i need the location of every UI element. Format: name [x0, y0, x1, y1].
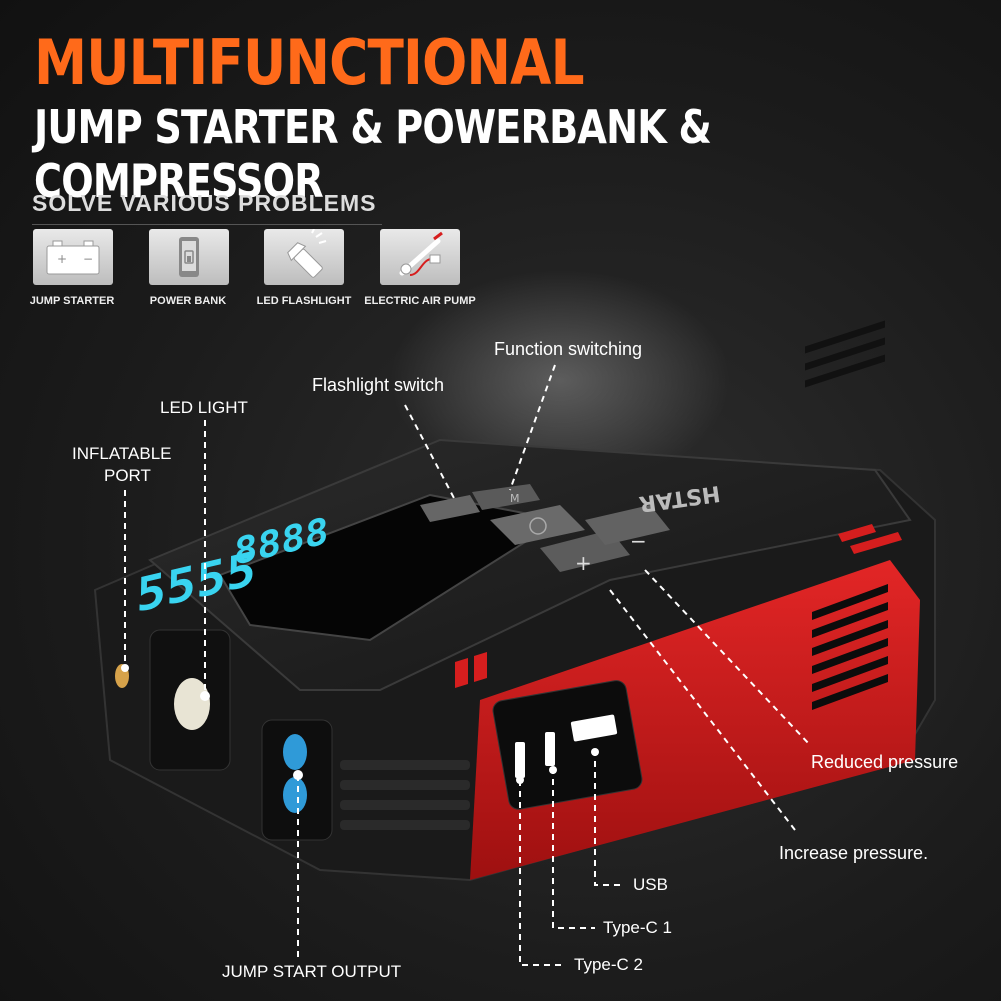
callout-flashlight-switch: Flashlight switch — [312, 375, 445, 395]
feature-label: LED FLASHLIGHT — [256, 295, 352, 307]
air-pump-icon — [380, 229, 460, 285]
feature-label: POWER BANK — [149, 295, 227, 307]
side-vents-lower — [812, 584, 888, 710]
phone-charging-icon — [149, 229, 229, 285]
solve-divider — [32, 224, 382, 225]
callout-type-c1: Type-C 1 — [603, 918, 672, 937]
lcd-screen — [218, 493, 563, 642]
leader-dots — [121, 664, 599, 784]
type-c1-port — [545, 732, 555, 766]
control-buttons — [420, 484, 670, 572]
accent-stripes — [455, 524, 902, 688]
jump-start-terminal-2 — [283, 777, 307, 813]
plus-button-label: + — [575, 551, 592, 575]
feature-label: JUMP STARTER — [29, 295, 115, 307]
type-c2-port — [515, 742, 525, 778]
front-ribs — [340, 760, 470, 830]
leader-lines — [124, 364, 811, 966]
svg-text:−: − — [83, 252, 93, 266]
headline-products: JUMP STARTER & POWERBANK & COMPRESSOR — [34, 100, 712, 208]
callout-increase-pressure: Increase pressure. — [779, 843, 929, 863]
m-button-label: M — [510, 492, 520, 505]
minus-button-label: − — [630, 529, 647, 553]
callout-jump-start-output: JUMP START OUTPUT — [222, 962, 402, 981]
car-battery-icon: + − — [33, 229, 113, 285]
callout-type-c2: Type-C 2 — [574, 955, 643, 974]
side-vents — [805, 320, 885, 388]
callout-inflatable: INFLATABLE — [72, 444, 172, 463]
solve-title: SOLVE VARIOUS PROBLEMS — [32, 190, 377, 216]
headline-multifunctional: MULTIFUNCTIONAL — [34, 26, 585, 99]
red-side-panel — [470, 560, 920, 880]
callout-usb: USB — [633, 875, 668, 894]
led-lens — [174, 678, 210, 730]
callout-reduced-pressure: Reduced pressure — [811, 752, 959, 772]
jump-start-terminal-1 — [283, 734, 307, 770]
callout-port: PORT — [104, 466, 151, 485]
port-panel — [492, 680, 643, 810]
svg-text:+: + — [57, 252, 67, 266]
flashlight-icon — [264, 228, 344, 285]
usb-port — [570, 714, 618, 742]
light-glow — [390, 270, 730, 490]
callout-function-switching: Function switching — [494, 339, 643, 359]
callout-led-light: LED LIGHT — [160, 398, 248, 417]
